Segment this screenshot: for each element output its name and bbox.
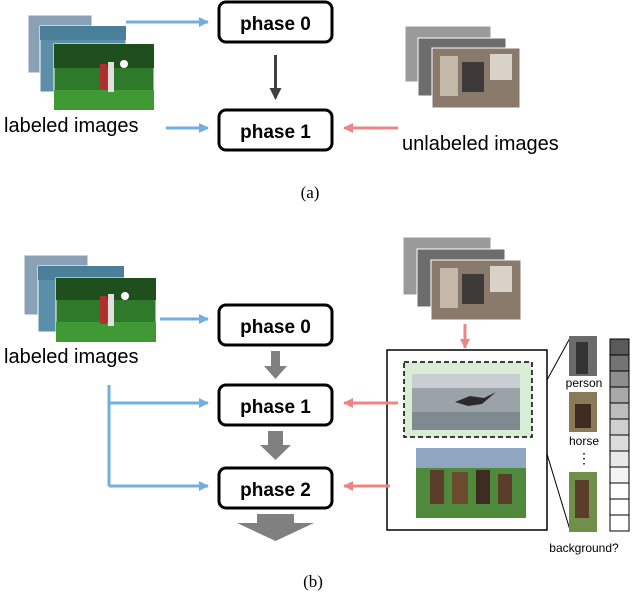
score-bar-cell <box>609 434 630 452</box>
phase-2-label-b: phase 2 <box>240 480 311 501</box>
labeled-images-stack-a <box>27 14 155 111</box>
unlabeled-images-stack-b <box>402 236 522 321</box>
score-bar-cell <box>609 386 630 404</box>
unlabeled-images-label-a: unlabeled images <box>402 133 559 155</box>
labeled-images-label-a: labeled images <box>4 115 139 137</box>
phase-arrow-0-1 <box>264 351 287 379</box>
unlabeled-images-stack-a <box>404 25 521 109</box>
score-bar-cell <box>609 450 630 468</box>
class-crop-horse <box>569 392 597 432</box>
score-bar-cell <box>609 354 630 372</box>
phase-0-label-a: phase 0 <box>240 14 311 35</box>
class-label-background: background? <box>549 541 619 555</box>
panel-a: labeled images unlabeled images phase 0 … <box>4 0 559 202</box>
class-label-ellipsis: ⋮ <box>577 450 591 466</box>
phase-1-box-a <box>217 108 334 152</box>
phase-1-label-a: phase 1 <box>240 122 311 143</box>
phase-arrow-1-2 <box>260 431 291 460</box>
caption-b: (b) <box>303 572 323 591</box>
pseudo-label-box <box>386 349 548 531</box>
score-bar-cell <box>609 402 630 420</box>
panel-b: labeled images phase 0 phase 1 phase 2 <box>4 236 630 591</box>
score-bar-cell <box>609 370 630 388</box>
score-bar-cell <box>609 338 630 356</box>
phase-1-label-b: phase 1 <box>240 397 311 418</box>
connector-line-bottom <box>546 453 571 531</box>
labeled-images-label-b: labeled images <box>4 346 139 368</box>
score-bar-cell <box>609 498 630 516</box>
phase-0-label-b: phase 0 <box>240 317 311 338</box>
class-crop-background <box>569 472 597 532</box>
score-bar <box>609 338 630 532</box>
score-bar-cell <box>609 418 630 436</box>
caption-a: (a) <box>301 183 320 202</box>
phase-2-box-b <box>217 466 334 510</box>
phase-1-box-b <box>217 383 334 427</box>
class-label-person: person <box>566 376 603 390</box>
phase-arrow-2-next <box>237 514 314 541</box>
score-bar-cell <box>609 514 630 532</box>
connector-line-top <box>546 337 571 381</box>
score-bar-cell <box>609 482 630 500</box>
phase-0-box-a <box>217 0 334 44</box>
phase-0-box-b <box>217 303 334 347</box>
class-label-horse: horse <box>569 434 599 448</box>
score-bar-cell <box>609 466 630 484</box>
labeled-images-stack-b <box>23 254 157 343</box>
class-crop-person <box>569 336 597 376</box>
